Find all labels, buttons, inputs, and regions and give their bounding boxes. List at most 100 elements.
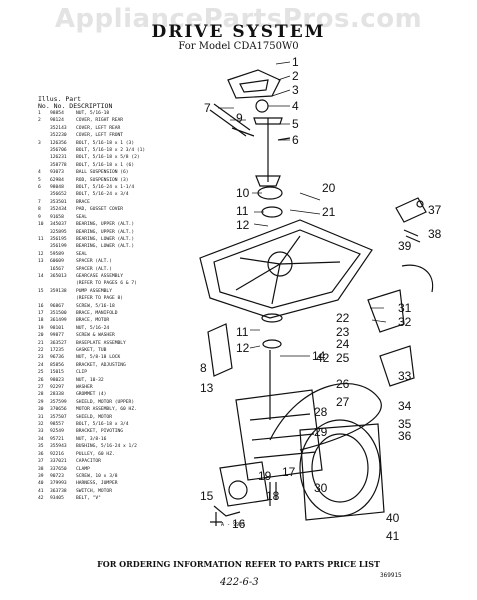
screw-part	[210, 512, 222, 526]
parts-illus-no: 33	[38, 429, 44, 435]
parts-description: BRACE	[76, 199, 90, 205]
callout-numbers: 1 2 3 4 5 6 7 8 9 10 11 11 12 12 13 14 1…	[200, 55, 442, 543]
callout-16: 16	[232, 517, 246, 531]
belt-part	[269, 383, 382, 451]
parts-part-no: 126356	[50, 140, 67, 146]
parts-illus-no: 17	[38, 310, 44, 316]
callout-38: 38	[428, 227, 442, 241]
adjusting-bracket-part	[367, 289, 405, 333]
parts-description: SCREW, 5/16-18	[76, 303, 115, 309]
callout-24: 24	[336, 337, 350, 351]
callout-11: 11	[236, 204, 249, 218]
page-title: DRIVE SYSTEM	[151, 22, 326, 42]
parts-description: BEARING, UPPER (ALT.)	[76, 222, 135, 228]
parts-illus-no: 25	[38, 370, 44, 376]
parts-row: 16567 SPACER (ALT.)	[38, 266, 188, 273]
parts-part-no: 352143	[50, 125, 67, 131]
parts-part-no: 99877	[50, 333, 64, 339]
parts-part-no: 126231	[50, 155, 67, 161]
parts-illus-no: 15	[38, 288, 44, 294]
parts-part-no: 337650	[50, 466, 67, 472]
parts-description: WASHER	[76, 385, 93, 391]
callout-42: 42	[316, 351, 330, 365]
parts-description: COVER, LEFT REAR	[76, 125, 121, 131]
parts-part-no: 17235	[50, 348, 64, 353]
parts-description: SEAL	[76, 214, 88, 220]
parts-description: PULLEY, 60 HZ.	[76, 451, 115, 457]
model-subtitle: For Model CDA1750W0	[178, 41, 299, 52]
parts-part-no: 62984	[50, 177, 64, 183]
leader-line	[277, 75, 291, 81]
callout-20: 20	[322, 181, 336, 195]
parts-description: BELT, "V"	[76, 496, 101, 502]
parts-illus-no: 29	[38, 399, 44, 405]
parts-part-no: 91658	[50, 214, 64, 220]
parts-description: BOLT, 5/16-18 x 1 (6)	[76, 162, 135, 168]
callout-10: 10	[236, 186, 250, 200]
seal-part	[261, 313, 283, 323]
parts-part-no: 355943	[50, 444, 67, 450]
callout-2: 2	[292, 69, 299, 83]
callout-17: 17	[282, 465, 296, 479]
parts-description: (REFER TO PAGES 6 & 7)	[76, 281, 137, 287]
parts-part-no: 357599	[50, 399, 67, 405]
parts-row: 126231 BOLT, 5/16-18 x 5/8 (2)	[38, 154, 188, 161]
parts-illus-no: 13	[38, 259, 44, 265]
callout-23: 23	[336, 325, 350, 339]
parts-illus-no: 5	[38, 177, 41, 183]
parts-description: BOLT, 5/16-24 x 1-1/4	[76, 185, 135, 191]
motor-shield	[299, 423, 385, 521]
parts-description: BOLT, 5/16-18 x 5/8 (2)	[76, 155, 140, 161]
callout-28: 28	[314, 405, 328, 419]
callout-13: 13	[200, 381, 214, 395]
parts-part-no: 356199	[50, 244, 67, 250]
parts-part-no: 16567	[50, 266, 64, 272]
parts-description: BOLT, 5/16-18 x 3/4	[76, 422, 129, 428]
parts-illus-no: 38	[38, 466, 44, 472]
parts-description: SPACER (ALT.)	[76, 266, 112, 272]
baseplate-part	[199, 219, 373, 319]
parts-illus-no: 11	[38, 236, 44, 242]
parts-part-no: 351500	[50, 310, 67, 316]
parts-row: 352143 COVER, LEFT REAR	[38, 125, 188, 132]
parts-part-no: 92216	[50, 451, 64, 457]
handwritten-note: 422-6-3	[220, 577, 259, 588]
parts-part-no: 379993	[50, 481, 67, 487]
callout-18: 18	[266, 489, 280, 503]
parts-illus-no: 7	[38, 199, 41, 205]
parts-illus-no: 37	[38, 459, 44, 465]
parts-part-no: 356706	[50, 148, 67, 154]
parts-illus-no: 42	[38, 496, 44, 502]
bearing-lower-part	[261, 206, 283, 218]
parts-description: NUT, 5/16-18	[76, 111, 110, 116]
suspension-rod-foot	[255, 175, 281, 187]
parts-illus-no: 1	[38, 111, 41, 116]
leader-line	[271, 89, 291, 97]
harness-part	[401, 264, 434, 293]
brace-manifold-part	[207, 323, 233, 377]
ball-suspension-part	[255, 99, 269, 113]
callout-9: 9	[236, 111, 243, 125]
parts-description: SEAL	[76, 251, 88, 257]
parts-part-no: 325895	[50, 229, 67, 235]
parts-part-no: 357507	[50, 414, 67, 420]
parts-illus-no: 36	[38, 451, 44, 457]
parts-illus-no: 26	[38, 377, 44, 383]
callout-32: 32	[398, 315, 412, 329]
